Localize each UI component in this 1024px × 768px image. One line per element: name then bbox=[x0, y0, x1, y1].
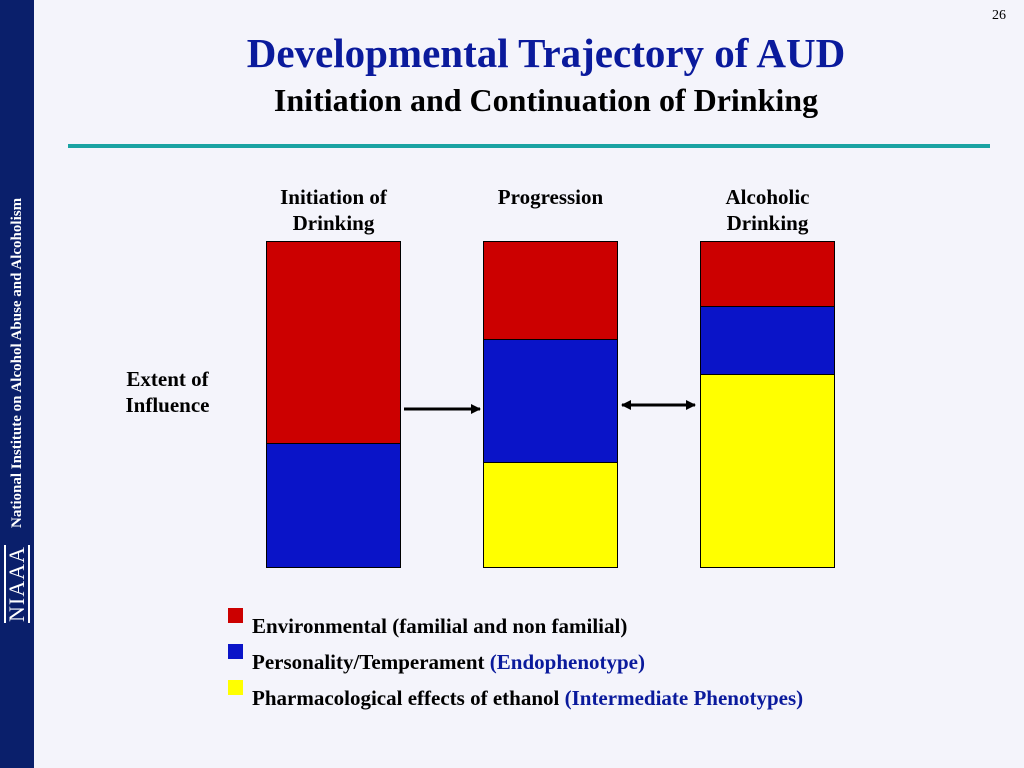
stage-label-alcoholic: Alcoholic Drinking bbox=[725, 185, 810, 235]
slide-subtitle: Initiation and Continuation of Drinking bbox=[273, 82, 819, 118]
segment-pharmacological bbox=[701, 375, 834, 567]
segment-pharmacological bbox=[484, 463, 617, 567]
segment-personality bbox=[701, 307, 834, 376]
legend-item-pharmacological: Pharmacological effects of ethanol (Inte… bbox=[228, 678, 988, 714]
legend-item-environmental: Environmental (familial and non familial… bbox=[228, 606, 988, 642]
swatch-personality bbox=[228, 644, 243, 659]
stage-label-progression: Progression bbox=[497, 185, 604, 209]
swatch-environmental bbox=[228, 608, 243, 623]
legend: Environmental (familial and non familial… bbox=[228, 606, 988, 714]
stage-bar-initiation bbox=[266, 241, 401, 568]
niaaa-logo: NIAAA bbox=[4, 545, 30, 623]
segment-environmental bbox=[701, 242, 834, 307]
sidebar: National Institute on Alcohol Abuse and … bbox=[0, 0, 34, 768]
title-divider bbox=[68, 144, 990, 148]
segment-personality bbox=[267, 443, 400, 567]
segment-environmental bbox=[484, 242, 617, 340]
stage-bar-alcoholic bbox=[700, 241, 835, 568]
stage-label-initiation: Initiation of Drinking bbox=[280, 185, 387, 235]
slide-title: Developmental Trajectory of AUD bbox=[246, 30, 846, 76]
segment-personality bbox=[484, 339, 617, 463]
y-axis-label: Extent of Influence bbox=[125, 367, 210, 417]
segment-environmental bbox=[267, 242, 400, 444]
swatch-pharmacological bbox=[228, 680, 243, 695]
page-number: 26 bbox=[992, 8, 1006, 23]
stage-bar-progression bbox=[483, 241, 618, 568]
legend-item-personality: Personality/Temperament (Endophenotype) bbox=[228, 642, 988, 678]
